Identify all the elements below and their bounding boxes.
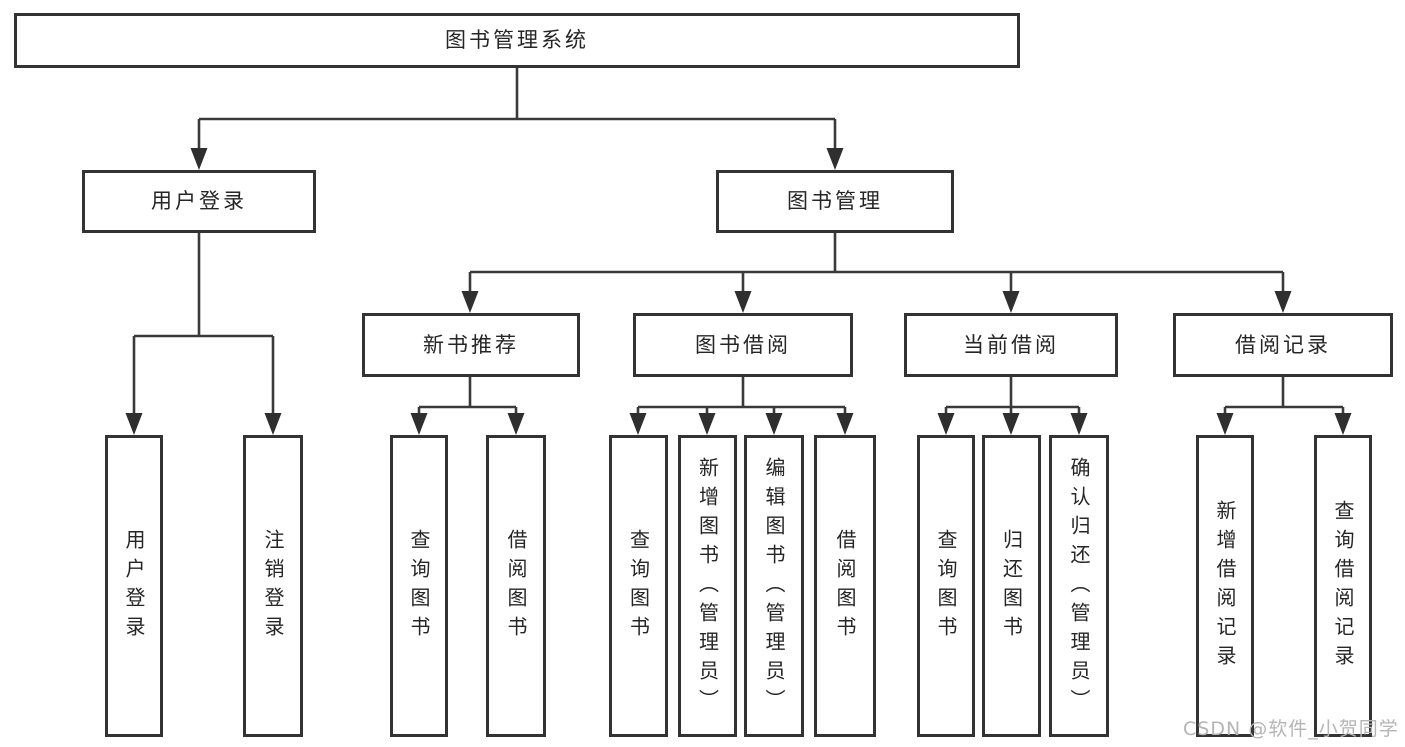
node-book-management: 图书管理 [716, 170, 954, 233]
leaf-borrow-edit-book-admin: 编辑图书（管理员） [744, 435, 804, 737]
leaf-borrow-query-book: 查询图书 [609, 435, 668, 737]
leaf-borrow-borrow-book: 借阅图书 [814, 435, 876, 737]
arrowheads [125, 148, 1352, 435]
leaf-current-return-book: 归还图书 [982, 435, 1041, 737]
leaf-borrow-add-book-admin: 新增图书（管理员） [678, 435, 737, 737]
leaf-recommend-query-book: 查询图书 [390, 435, 448, 737]
leaf-current-query-book: 查询图书 [917, 435, 975, 737]
watermark-text: CSDN @软件_小贺同学 [1183, 718, 1399, 740]
node-user-login: 用户登录 [82, 170, 316, 233]
node-new-book-recommend: 新书推荐 [362, 313, 580, 377]
leaf-current-confirm-return-admin: 确认归还（管理员） [1049, 435, 1109, 737]
node-current-borrow: 当前借阅 [904, 313, 1118, 377]
leaf-recommend-borrow-book: 借阅图书 [486, 435, 546, 737]
node-book-borrow: 图书借阅 [633, 313, 853, 377]
node-borrow-records: 借阅记录 [1173, 313, 1393, 377]
node-root-system: 图书管理系统 [14, 13, 1020, 68]
leaf-user-login: 用户登录 [105, 435, 163, 737]
leaf-logout: 注销登录 [243, 435, 303, 737]
leaf-records-add-record: 新增借阅记录 [1196, 435, 1254, 737]
leaf-records-query-record: 查询借阅记录 [1314, 435, 1372, 737]
